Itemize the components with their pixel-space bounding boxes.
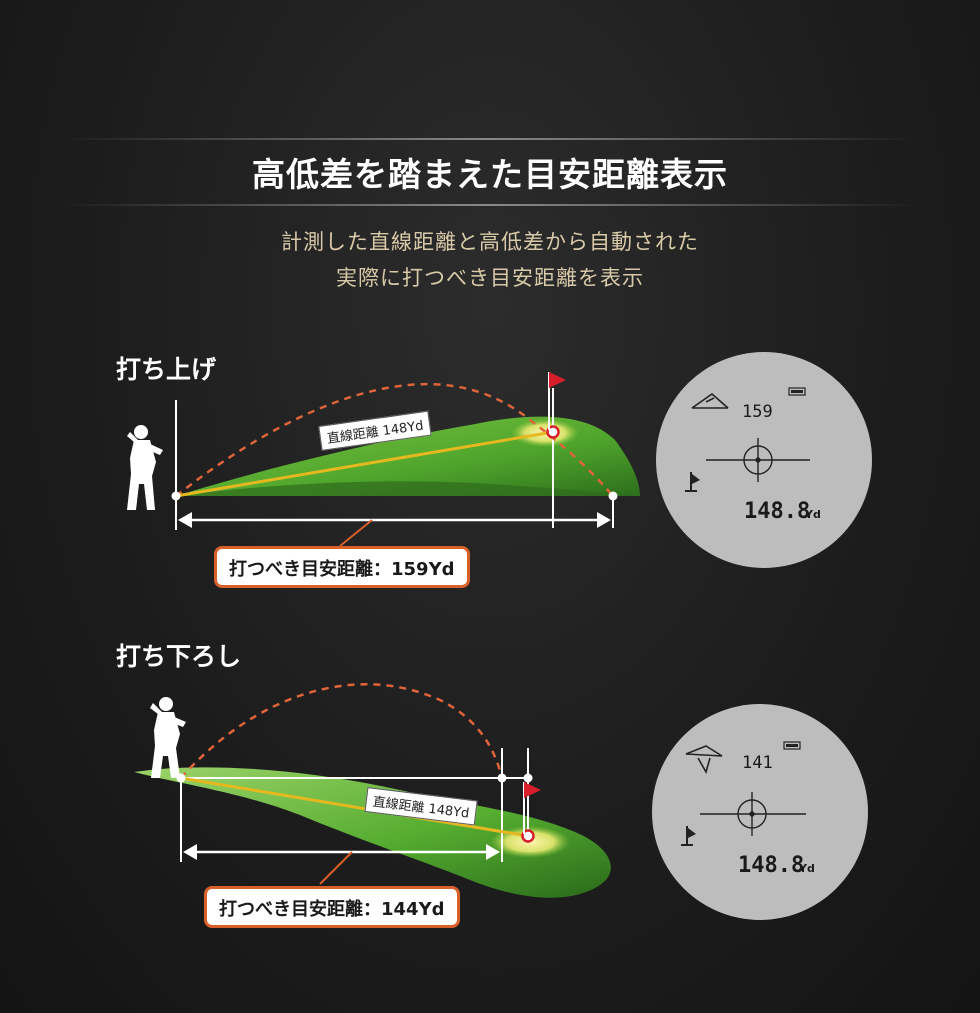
downhill-scope-bottom-value: 148.8	[738, 853, 804, 878]
uphill-scope-bottom-value: 148.8	[744, 499, 810, 524]
uphill-distance-arrow	[178, 512, 611, 528]
downhill-scope-display: 141 148.8 Yd	[652, 704, 868, 920]
uphill-landing-dot	[608, 491, 618, 501]
subtitle-line-2: 実際に打つべき目安距離を表示	[336, 266, 644, 290]
flag-icon	[523, 782, 541, 834]
uphill-fairway-shadow	[176, 481, 640, 496]
downhill-trajectory	[180, 683, 504, 779]
uphill-straight-line	[175, 430, 554, 498]
uphill-scope-top-value: 159	[742, 402, 773, 422]
uphill-trajectory	[175, 382, 614, 497]
downhill-scope-top-value: 141	[742, 753, 773, 773]
battery-icon	[783, 741, 801, 750]
golfer-icon	[127, 425, 163, 510]
title-top-rule	[60, 138, 920, 140]
downhill-result-connector	[319, 851, 353, 885]
subtitle-line-1: 計測した直線距離と高低差から自動された	[281, 230, 699, 254]
mountain-up-icon	[691, 392, 729, 409]
golfer-icon	[150, 697, 186, 778]
downhill-landing-dot	[497, 773, 507, 783]
page-subtitle: 計測した直線距離と高低差から自動された 実際に打つべき目安距離を表示	[0, 224, 980, 296]
title-bottom-rule	[60, 204, 920, 206]
flag-icon	[548, 372, 566, 430]
battery-icon	[788, 387, 806, 396]
downhill-pin-top-dot	[523, 773, 533, 783]
downhill-result-box: 打つべき目安距離：144Yd	[204, 886, 460, 928]
downhill-scope-unit: Yd	[798, 862, 815, 875]
uphill-scope-unit: Yd	[804, 508, 821, 521]
uphill-scope-display: 159 148.8 Yd	[656, 352, 872, 568]
downhill-target-ring	[521, 829, 535, 843]
downhill-fairway	[134, 767, 611, 898]
downhill-label: 打ち下ろし	[116, 642, 242, 671]
uphill-result-box: 打つべき目安距離：159Yd	[214, 546, 470, 588]
mountain-down-icon	[685, 745, 723, 775]
uphill-tee-dot	[171, 491, 181, 501]
downhill-straight-line	[180, 776, 529, 838]
downhill-distance-arrow	[183, 844, 500, 860]
crosshair-icon	[700, 792, 806, 836]
page-title: 高低差を踏まえた目安距離表示	[252, 155, 728, 194]
downhill-scope-flag-icon	[681, 826, 696, 846]
uphill-scope-flag-icon	[685, 472, 700, 492]
uphill-target-ring	[546, 425, 560, 439]
crosshair-icon	[706, 438, 810, 482]
uphill-result-connector	[339, 519, 373, 547]
uphill-label: 打ち上げ	[116, 355, 217, 384]
